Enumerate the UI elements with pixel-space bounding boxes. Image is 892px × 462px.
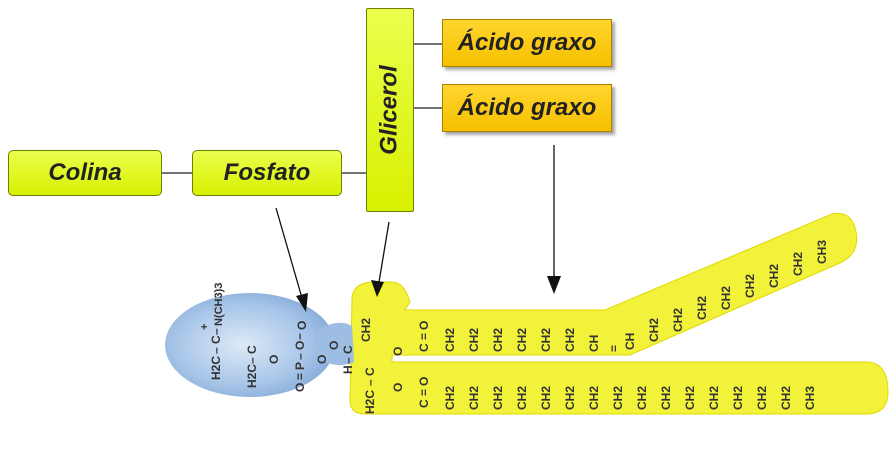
choline-bond: – bbox=[209, 347, 223, 354]
tail1-group-6: CH bbox=[587, 335, 601, 352]
tail1-group-5: CH2 bbox=[563, 328, 577, 352]
tail2-group-7: CH2 bbox=[611, 386, 625, 410]
tail2-group-0: CH2 bbox=[443, 386, 457, 410]
tail2-group-13: CH2 bbox=[755, 386, 769, 410]
choline-h2c-label: H2C bbox=[209, 356, 223, 380]
phosphate-charge: − bbox=[293, 333, 307, 340]
tail1-group-3: CH2 bbox=[515, 328, 529, 352]
tail1-group-12: CH2 bbox=[719, 286, 733, 310]
arrow-glicerol bbox=[371, 221, 390, 297]
glycerol-ch2-top: CH2 bbox=[359, 318, 373, 342]
glycerol-h2c-bottom: H2C bbox=[363, 390, 377, 414]
choline-bond-2: – bbox=[245, 357, 259, 364]
tail2-carbonyl-bond: = bbox=[417, 389, 431, 396]
tail1-group-8: CH bbox=[623, 333, 637, 350]
glycerol-h-label: H bbox=[341, 365, 355, 374]
tail2-carbonyl-c: C bbox=[417, 399, 431, 408]
head-neck-shape bbox=[318, 322, 354, 366]
choline-h2c-2-label: H2C bbox=[245, 364, 259, 388]
tail2-group-4: CH2 bbox=[539, 386, 553, 410]
arrow-acido-graxo bbox=[547, 145, 561, 294]
phosphate-o-top: O bbox=[295, 321, 309, 330]
glycerol-bond: – bbox=[341, 357, 355, 364]
phosphate-o-double: O bbox=[293, 383, 307, 392]
acido-graxo-label-1: Ácido graxo bbox=[457, 29, 597, 56]
tail1-group-7: = bbox=[607, 345, 621, 352]
tail1-group-11: CH2 bbox=[695, 296, 709, 320]
tail1-group-13: CH2 bbox=[743, 274, 757, 298]
phosphate-o-label: O bbox=[293, 341, 307, 350]
tail2-group-11: CH2 bbox=[707, 386, 721, 410]
choline-carbon-2: C bbox=[245, 345, 259, 354]
tail2-group-9: CH2 bbox=[659, 386, 673, 410]
tail1-group-9: CH2 bbox=[647, 318, 661, 342]
glycerol-carbon-2: C bbox=[363, 367, 377, 376]
tail2-ester-o: O bbox=[391, 383, 405, 392]
tail1-ester-o: O bbox=[391, 347, 405, 356]
tail2-carbonyl-o: O bbox=[417, 377, 431, 386]
tail1-group-2: CH2 bbox=[491, 328, 505, 352]
choline-carbon: C bbox=[209, 335, 223, 344]
tail2-group-3: CH2 bbox=[515, 386, 529, 410]
choline-charge: + bbox=[199, 324, 211, 330]
phosphate-p-label: P bbox=[293, 362, 307, 370]
tail1-carbonyl-o: O bbox=[417, 321, 431, 330]
acido-graxo-box-2: Ácido graxo bbox=[442, 84, 612, 132]
tail1-group-4: CH2 bbox=[539, 328, 553, 352]
tail2-group-5: CH2 bbox=[563, 386, 577, 410]
tail1-group-10: CH2 bbox=[671, 308, 685, 332]
tail2-group-8: CH2 bbox=[635, 386, 649, 410]
hydrophobic-tails-shape bbox=[349, 212, 889, 415]
tail1-carbonyl-c: C bbox=[417, 343, 431, 352]
tail2-group-14: CH2 bbox=[779, 386, 793, 410]
tail1-group-14: CH2 bbox=[767, 264, 781, 288]
glicerol-label: Glicerol bbox=[376, 65, 403, 155]
acido-graxo-box-1: Ácido graxo bbox=[442, 19, 612, 67]
structural-formula: H2C–C–N(CH3)3+H2C–COO=P–O−OOH–CCH2H2C–CO… bbox=[199, 240, 829, 414]
phosphate-double-bond: = bbox=[293, 373, 307, 380]
tail1-group-16: CH3 bbox=[815, 240, 829, 264]
fosfato-label: Fosfato bbox=[223, 159, 311, 186]
tail2-group-2: CH2 bbox=[491, 386, 505, 410]
phosphate-o-bridge: O bbox=[315, 355, 329, 364]
tail1-group-15: CH2 bbox=[791, 252, 805, 276]
tail1-group-0: CH2 bbox=[443, 328, 457, 352]
acido-graxo-label-2: Ácido graxo bbox=[457, 94, 597, 121]
arrow-fosfato bbox=[275, 207, 308, 312]
tail2-group-10: CH2 bbox=[683, 386, 697, 410]
colina-label: Colina bbox=[48, 159, 122, 186]
hydrophilic-head-shape bbox=[165, 293, 335, 397]
tail1-carbonyl-bond: = bbox=[417, 333, 431, 340]
glycerol-carbon: C bbox=[341, 345, 355, 354]
tail2-group-15: CH3 bbox=[803, 386, 817, 410]
tail2-group-6: CH2 bbox=[587, 386, 601, 410]
glicerol-box: Glicerol bbox=[366, 8, 414, 212]
colina-box: Colina bbox=[8, 150, 162, 196]
phosphate-bond: – bbox=[293, 353, 307, 360]
tail2-group-12: CH2 bbox=[731, 386, 745, 410]
glycerol-o-label: O bbox=[327, 341, 341, 350]
choline-nme3-label: N(CH3)3 bbox=[213, 283, 225, 326]
fosfato-box: Fosfato bbox=[192, 150, 342, 196]
tail1-group-1: CH2 bbox=[467, 328, 481, 352]
ester-oxygen-label: O bbox=[267, 355, 281, 364]
glycerol-bottom-bond: – bbox=[363, 379, 377, 386]
choline-n-bond: – bbox=[209, 328, 223, 335]
tail2-group-1: CH2 bbox=[467, 386, 481, 410]
